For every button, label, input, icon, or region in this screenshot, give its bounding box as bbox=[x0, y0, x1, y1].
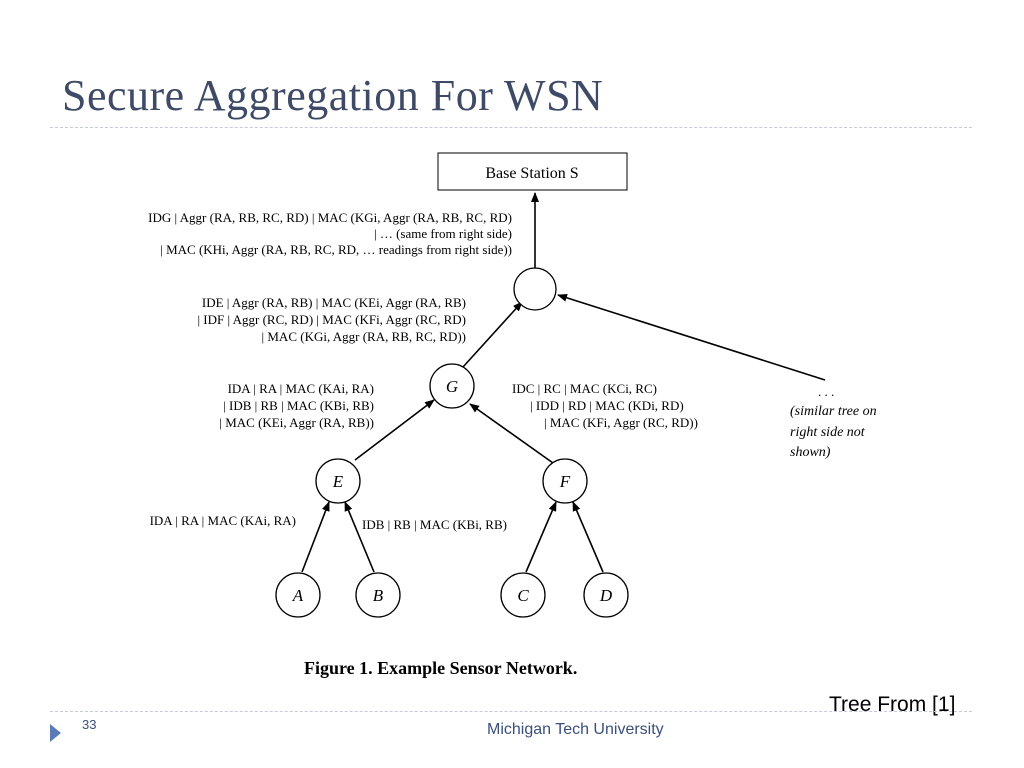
msg-root-line-3: | MAC (KHi, Aggr (RA, RB, RC, RD, … read… bbox=[160, 242, 512, 257]
node-e bbox=[315, 458, 361, 504]
msg-a-to-e: IDA | RA | MAC (KAi, RA) bbox=[150, 513, 296, 528]
edge-right-to-root bbox=[557, 293, 826, 381]
base-station-box bbox=[437, 152, 628, 191]
node-d bbox=[583, 572, 629, 618]
node-b bbox=[355, 572, 401, 618]
similar-tree-note-line-1: (similar tree on bbox=[790, 404, 877, 419]
node-g-label: G bbox=[446, 377, 458, 396]
node-a-label: A bbox=[292, 586, 304, 605]
msg-e-to-g-line-2: | IDB | RB | MAC (KBi, RB) bbox=[223, 398, 374, 413]
msg-f-to-g-line-1: IDC | RC | MAC (KCi, RC) bbox=[512, 381, 657, 396]
msg-f-to-g-line-2: | IDD | RD | MAC (KDi, RD) bbox=[530, 398, 684, 413]
slide-number: 33 bbox=[82, 717, 97, 732]
node-e-label: E bbox=[332, 472, 344, 491]
msg-root-line-1: IDG | Aggr (RA, RB, RC, RD) | MAC (KGi, … bbox=[148, 210, 512, 225]
similar-tree-note-line-3: shown) bbox=[790, 445, 831, 460]
slide-title: Secure Aggregation For WSN bbox=[62, 71, 604, 120]
edge-c-to-f bbox=[525, 501, 557, 573]
ellipsis-label: . . . bbox=[818, 384, 834, 399]
title-divider bbox=[50, 127, 972, 128]
node-c bbox=[500, 572, 546, 618]
footer-organization: Michigan Tech University bbox=[487, 721, 664, 738]
node-c-label: C bbox=[517, 586, 529, 605]
edge-b-to-e bbox=[344, 501, 375, 573]
node-b-label: B bbox=[373, 586, 384, 605]
base-station-label: Base Station S bbox=[485, 165, 578, 182]
edge-f-to-g bbox=[469, 403, 554, 464]
similar-tree-note-line-2: right side not bbox=[790, 425, 866, 440]
edge-a-to-e bbox=[301, 501, 330, 573]
msg-e-to-g-line-3: | MAC (KEi, Aggr (RA, RB)) bbox=[219, 415, 374, 430]
edge-g-to-root bbox=[462, 301, 523, 368]
msg-to-root-line-3: | MAC (KGi, Aggr (RA, RB, RC, RD)) bbox=[262, 329, 466, 344]
edge-e-to-g bbox=[354, 399, 435, 461]
msg-f-to-g-line-3: | MAC (KFi, Aggr (RC, RD)) bbox=[544, 415, 698, 430]
figure-caption: Figure 1. Example Sensor Network. bbox=[304, 658, 577, 678]
msg-to-root-line-1: IDE | Aggr (RA, RB) | MAC (KEi, Aggr (RA… bbox=[202, 295, 466, 310]
edge-d-to-f bbox=[572, 501, 604, 573]
footer-triangle-icon bbox=[50, 724, 61, 742]
footer-divider bbox=[50, 711, 972, 712]
msg-to-root-line-2: | IDF | Aggr (RC, RD) | MAC (KFi, Aggr (… bbox=[197, 312, 466, 327]
node-d-label: D bbox=[599, 586, 613, 605]
tree-edges bbox=[301, 192, 826, 573]
msg-e-to-g-line-1: IDA | RA | MAC (KAi, RA) bbox=[228, 381, 374, 396]
root-node bbox=[513, 267, 557, 311]
msg-b-to-e: IDB | RB | MAC (KBi, RB) bbox=[362, 517, 507, 532]
source-credit: Tree From [1] bbox=[829, 693, 956, 716]
node-f bbox=[542, 458, 588, 504]
node-a bbox=[275, 572, 321, 618]
node-f-label: F bbox=[559, 472, 571, 491]
msg-root-line-2: | … (same from right side) bbox=[374, 226, 512, 241]
node-g bbox=[429, 363, 475, 409]
